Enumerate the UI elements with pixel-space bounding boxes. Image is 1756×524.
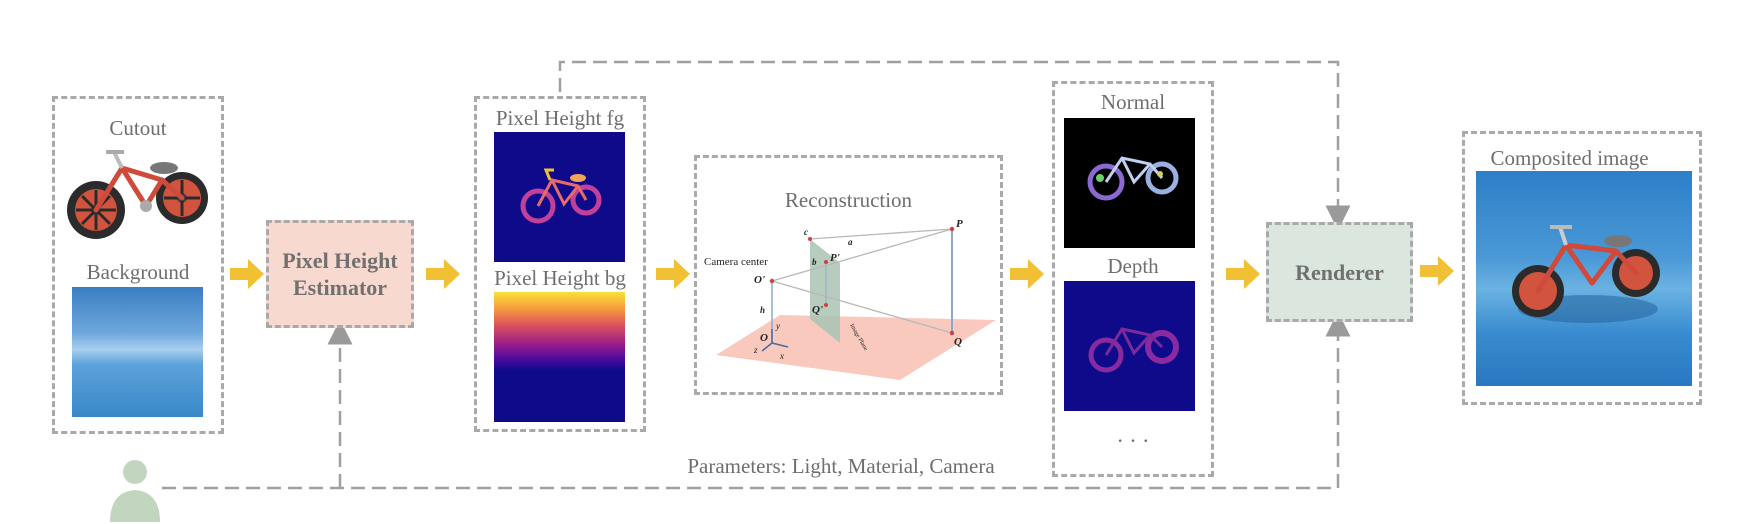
reconstruction-box: [694, 155, 1003, 395]
depth-label: Depth: [1107, 254, 1159, 278]
composited-image-label: Composited image: [1490, 146, 1649, 170]
renderer-box: Renderer: [1266, 222, 1413, 322]
background-label: Background: [86, 260, 190, 284]
pixel-height-bg-image: [494, 292, 625, 422]
reconstruction-diagram: Camera center O' c a b P' Q' P Q h O y x…: [704, 218, 996, 380]
user-icon: [110, 460, 160, 522]
x-text: x: [779, 351, 784, 361]
reconstruction-label: Reconstruction: [784, 188, 913, 212]
renderer-label: Renderer: [1295, 259, 1384, 285]
c-text: c: [804, 227, 808, 237]
right-arrow-icon: [230, 259, 264, 289]
right-arrow-icon: [1226, 259, 1260, 289]
pixel-height-fg-image: [494, 132, 625, 262]
normal-image: [1064, 118, 1195, 248]
pixel-height-bg-label: Pixel Height bg: [494, 266, 626, 290]
pixel-height-fg-label: Pixel Height fg: [495, 106, 625, 130]
y-text: y: [775, 321, 780, 331]
b-text: b: [812, 257, 817, 267]
bicycle-cutout-image: [67, 150, 208, 239]
p-text: P: [956, 218, 963, 230]
right-arrow-icon: [1420, 256, 1454, 286]
parameters-label: Parameters: Light, Material, Camera: [660, 454, 1022, 479]
normal-label: Normal: [1100, 90, 1166, 114]
composited-box: [1462, 131, 1702, 405]
camera-center-text: Camera center: [704, 256, 768, 268]
q-prime-text: Q': [812, 304, 823, 316]
right-arrow-icon: [656, 259, 690, 289]
parameters-line: [162, 311, 1351, 490]
pixel-height-estimator-box: Pixel Height Estimator: [266, 220, 414, 328]
right-arrow-icon: [1010, 259, 1044, 289]
estimator-label-line2: Estimator: [292, 275, 388, 300]
right-arrow-icon: [426, 259, 460, 289]
p-prime-text: P': [830, 252, 840, 264]
a-text: a: [848, 237, 853, 247]
ground-plane: [716, 315, 996, 380]
o-text: O: [760, 332, 768, 344]
ellipsis-label: · · ·: [1116, 428, 1150, 453]
o-prime-text: O': [754, 274, 765, 286]
background-image: [72, 287, 203, 417]
z-text: z: [753, 345, 758, 355]
cutout-label: Cutout: [109, 116, 167, 140]
q-text: Q: [954, 336, 962, 348]
h-text: h: [760, 305, 765, 315]
composited-image: [1476, 171, 1692, 386]
top-feedback-line: [558, 60, 1351, 231]
image-plane: [810, 239, 840, 343]
depth-image: [1064, 281, 1195, 411]
input-box: [52, 96, 224, 434]
estimator-label-line1: Pixel Height: [282, 248, 398, 273]
